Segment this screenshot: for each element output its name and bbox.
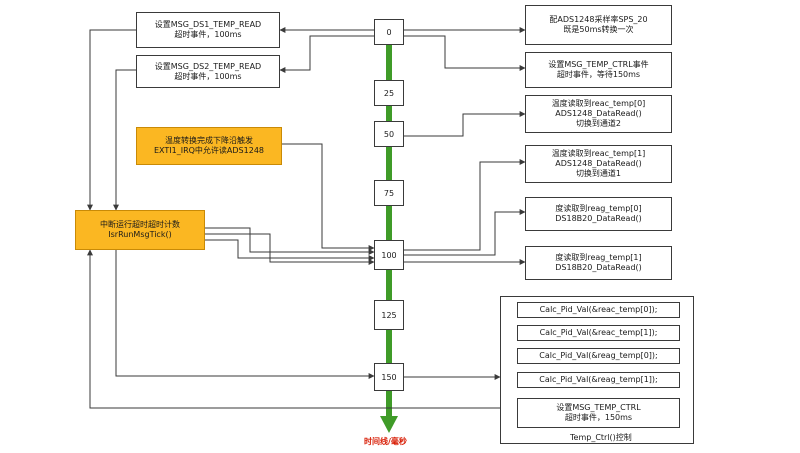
timeline-tick-0: 0	[374, 19, 404, 45]
timeline-tick-25: 25	[374, 80, 404, 106]
isr-tick-box: 中断运行超时超时计数 IsrRunMsgTick()	[75, 210, 205, 250]
connector-isr-to-tick150	[115, 250, 375, 379]
timeline-tick-75: 75	[374, 180, 404, 206]
connector-isr-to-tick100-b	[205, 239, 375, 261]
timeline-label: 时间线/毫秒	[364, 437, 407, 446]
sps-config-box: 配ADS1248采样率SPS_20 既是50ms转换一次	[525, 5, 672, 45]
reag-temp-1-box: 度读取到reag_temp[1] DS18B20_DataRead()	[525, 246, 672, 280]
connector-ds2-to-isr	[113, 69, 136, 211]
connector-tick100-to-reac1	[404, 159, 526, 251]
connector-ds1-to-isr	[87, 29, 136, 211]
connector-tick0-to-ctrl-timer	[404, 35, 526, 71]
connector-tick50-to-reac0	[404, 111, 526, 137]
reac-temp-1-box: 温度读取到reac_temp[1] ADS1248_DataRead() 切换到…	[525, 145, 672, 183]
pid-reac-temp-0: Calc_Pid_Val(&reac_temp[0]);	[517, 302, 680, 318]
reag-temp-0-box: 度读取到reag_temp[0] DS18B20_DataRead()	[525, 197, 672, 231]
ds2-timer-box: 设置MSG_DS2_TEMP_READ 超时事件，100ms	[136, 55, 280, 88]
connector-isr-to-tick100-c	[205, 233, 375, 265]
connector-tick100-to-reag0	[404, 209, 526, 256]
exti-irq-box: 温度转换完成下降沿触发 EXTI1_IRQ中允许读ADS1248	[136, 127, 282, 165]
pid-reac-temp-1: Calc_Pid_Val(&reac_temp[1]);	[517, 325, 680, 341]
connector-temp-ctrl-to-isr	[87, 249, 500, 409]
timeline-tick-150: 150	[374, 363, 404, 391]
timeline-tick-125: 125	[374, 300, 404, 330]
timeline-tick-100: 100	[374, 240, 404, 270]
pid-reag-temp-1: Calc_Pid_Val(&reag_temp[1]);	[517, 372, 680, 388]
reac-temp-0-box: 温度读取到reac_temp[0] ADS1248_DataRead() 切换到…	[525, 95, 672, 133]
connector-exti-to-tick100	[282, 143, 375, 251]
timeline-tick-50: 50	[374, 121, 404, 147]
pid-reag-temp-0: Calc_Pid_Val(&reag_temp[0]);	[517, 348, 680, 364]
ds1-timer-box: 设置MSG_DS1_TEMP_READ 超时事件，100ms	[136, 12, 280, 48]
ctrl-timer-box: 设置MSG_TEMP_CTRL事件 超时事件，等待150ms	[525, 52, 672, 88]
temp-ctrl-timer-box: 设置MSG_TEMP_CTRL 超时事件，150ms	[517, 398, 680, 428]
connector-tick0-to-ds2	[279, 35, 374, 73]
timeline-arrowhead	[380, 416, 398, 433]
connector-isr-to-tick100-a	[205, 227, 375, 255]
temp-ctrl-caption: Temp_Ctrl()控制	[570, 433, 632, 442]
